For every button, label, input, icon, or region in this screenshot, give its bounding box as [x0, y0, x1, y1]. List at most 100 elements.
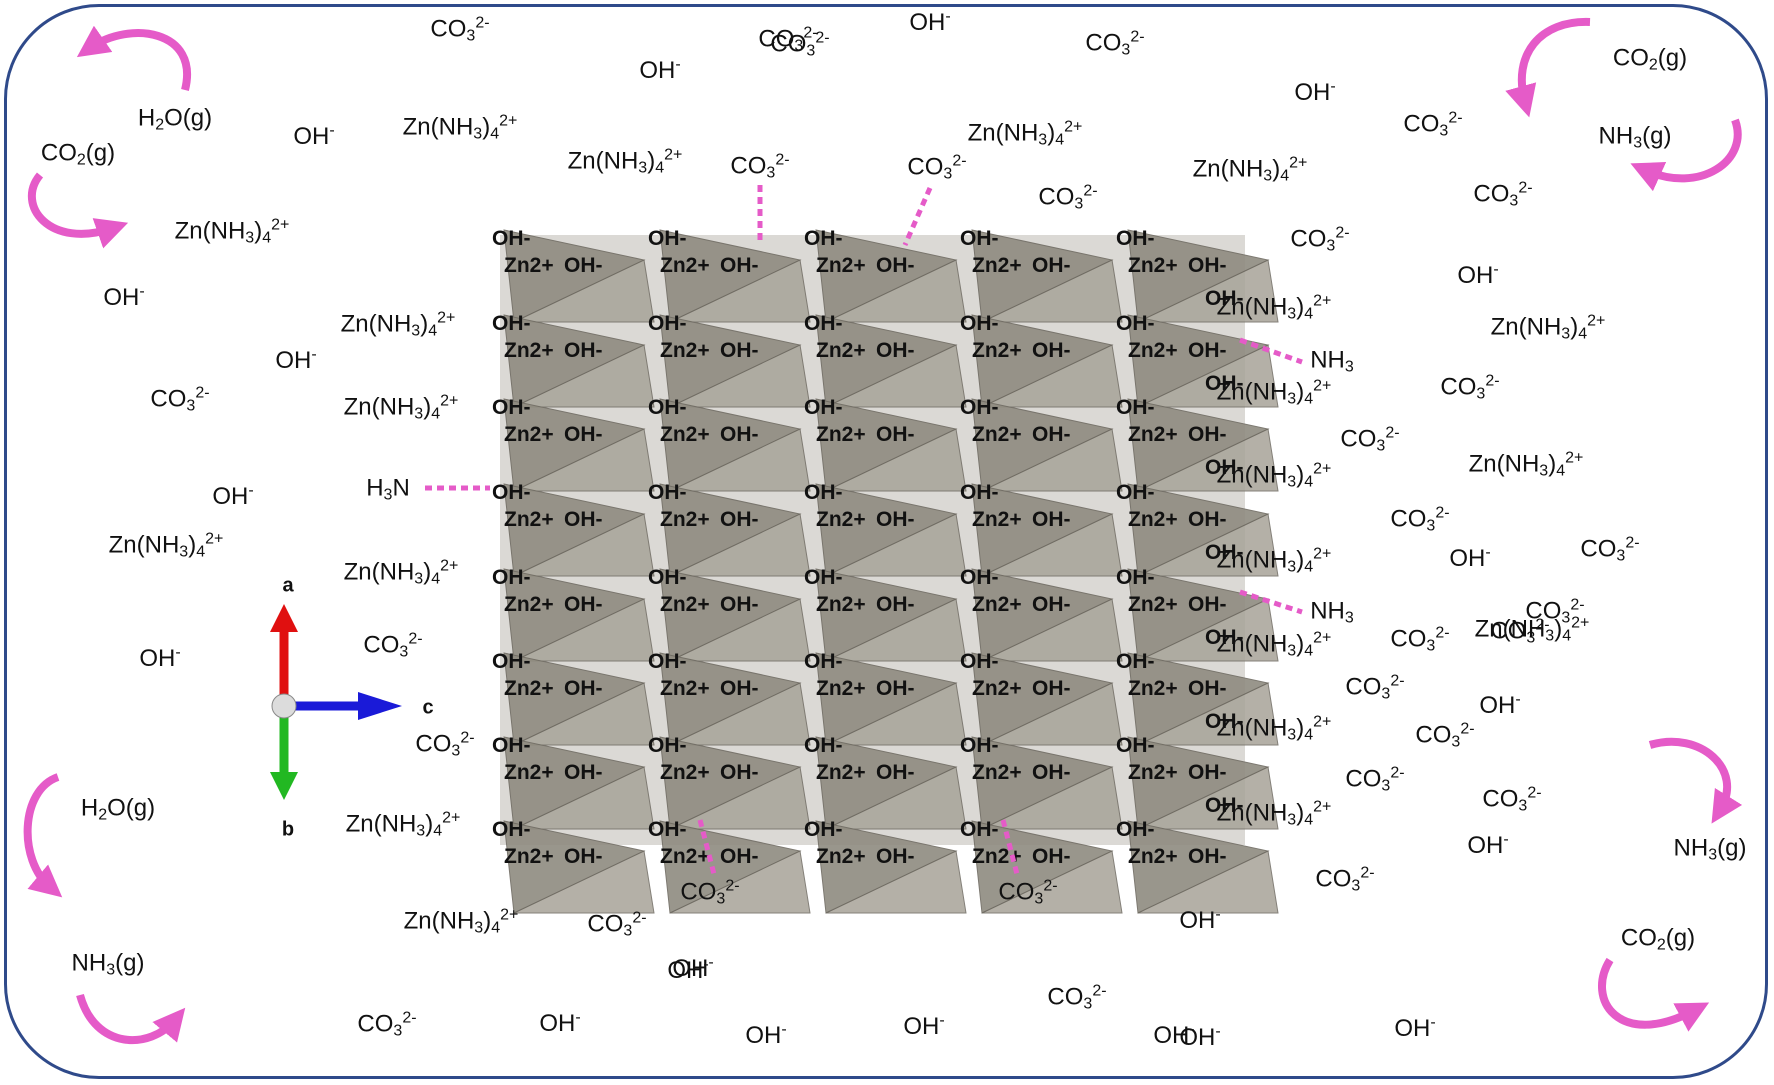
zn-hydroxide-lattice: OH- Zn2+ OH- OH- Zn2+ OH- OH- Zn2+ OH- OH- Zn2+ OH-…	[492, 227, 1279, 914]
anion-label: OH-	[648, 227, 687, 250]
anion-label: OH-	[648, 566, 687, 589]
cation-label: Zn2+	[972, 593, 1022, 616]
ion-label-t17: CO32-	[1340, 424, 1400, 455]
ion-label-t44: OH-	[1179, 906, 1221, 934]
gas-label-g1: H2O(g)	[137, 104, 213, 134]
anion-label: OH-	[876, 677, 915, 700]
cation-label: Zn2+	[660, 593, 710, 616]
ion-label-t48: Zn(NH3)42+	[345, 809, 461, 840]
anion-label: OH-	[720, 339, 759, 362]
zn-tetrahedron	[981, 428, 1123, 492]
anion-label: OH-	[1188, 761, 1227, 784]
anion-label: OH-	[720, 254, 759, 277]
axis-origin	[271, 693, 297, 719]
zn-tetrahedron	[1137, 259, 1279, 323]
ion-label-t13: Zn(NH3)42+	[567, 146, 683, 177]
zn-tetrahedron	[825, 850, 967, 914]
anion-label: OH-	[876, 254, 915, 277]
zn-tetrahedron	[1137, 428, 1279, 492]
anion-label: OH-	[1032, 677, 1071, 700]
ion-label-t27: Zn(NH3)42+	[1468, 449, 1584, 480]
cation-label: Zn2+	[660, 761, 710, 784]
zn-tetrahedron	[825, 766, 967, 830]
anion-label: OH-	[492, 566, 531, 589]
zn-tetrahedron	[825, 259, 967, 323]
zn-tetrahedron	[669, 259, 811, 323]
anion-label: OH-	[960, 566, 999, 589]
anion-label: OH-	[1116, 481, 1155, 504]
zn-tetrahedron	[669, 682, 811, 746]
anion-label: OH-	[1188, 254, 1227, 277]
cation-label: Zn2+	[504, 761, 554, 784]
axis-b-head	[270, 772, 298, 800]
anion-label: OH-	[492, 396, 531, 419]
zn-tetrahedron	[513, 344, 655, 408]
cation-label: Zn2+	[504, 423, 554, 446]
gas-label-g3: CO2(g)	[1612, 44, 1688, 74]
anion-label: OH-	[648, 734, 687, 757]
cation-label: Zn2+	[504, 508, 554, 531]
curved-arrow	[76, 993, 186, 1044]
adsorbed-label-a3: NH3	[1310, 597, 1354, 627]
ion-label-t25: Zn(NH3)42+	[1490, 312, 1606, 343]
adsorption-link	[1239, 589, 1303, 615]
cation-label: Zn2+	[816, 254, 866, 277]
edge-complex-label: Zn(NH3)42+	[1216, 460, 1332, 491]
zn-tetrahedron	[825, 513, 967, 577]
cation-label: Zn2+	[660, 339, 710, 362]
zn-tetrahedron	[981, 598, 1123, 662]
ion-label-t19: Zn(NH3)42+	[174, 216, 290, 247]
ion-label-t49: CO32-	[1525, 596, 1585, 627]
edge-complex-label: Zn(NH3)42+	[1216, 713, 1332, 744]
anion-label: OH-	[1116, 396, 1155, 419]
cation-label: Zn2+	[972, 254, 1022, 277]
cation-label: Zn2+	[816, 677, 866, 700]
anion-label: OH-	[804, 734, 843, 757]
ion-label-t46: CO32-	[357, 1009, 417, 1040]
ion-label-t24: CO32-	[1440, 372, 1500, 403]
adsorbed-label-a7: CO32-	[998, 877, 1058, 908]
ion-label-t58: OH-	[903, 1012, 945, 1040]
adsorption-link	[1239, 337, 1303, 365]
zn-tetrahedron	[825, 344, 967, 408]
crystal-axes	[270, 604, 402, 800]
anion-label: OH-	[1205, 456, 1244, 479]
ion-label-t51: CO32-	[1490, 616, 1550, 647]
anion-label: OH-	[564, 254, 603, 277]
anion-label: OH-	[648, 818, 687, 841]
anion-label: OH-	[648, 312, 687, 335]
ion-label-t34: CO32-	[415, 729, 475, 760]
cation-label: Zn2+	[816, 339, 866, 362]
anion-label: OH-	[564, 593, 603, 616]
anion-label: OH-	[720, 761, 759, 784]
cation-label: Zn2+	[1128, 677, 1178, 700]
ion-label-t38: Zn(NH3)42+	[343, 557, 459, 588]
anion-label: OH-	[876, 845, 915, 868]
anion-label: OH-	[648, 481, 687, 504]
ion-label-t15: CO32-	[1290, 224, 1350, 255]
adsorption-link	[697, 819, 718, 879]
zn-tetrahedron	[825, 598, 967, 662]
zn-tetrahedron	[669, 513, 811, 577]
anion-label: OH-	[1205, 541, 1244, 564]
zn-tetrahedron	[825, 682, 967, 746]
anion-label: OH-	[1116, 650, 1155, 673]
edge-complex-label: Zn(NH3)42+	[1216, 798, 1332, 829]
cation-label: Zn2+	[504, 254, 554, 277]
gas-label-g7: NH3(g)	[1673, 834, 1747, 864]
gas-label-g4: NH3(g)	[1598, 122, 1672, 152]
anion-label: OH-	[492, 650, 531, 673]
cation-label: Zn2+	[972, 508, 1022, 531]
zn-tetrahedron	[981, 766, 1123, 830]
cation-label: Zn2+	[660, 845, 710, 868]
anion-label: OH-	[720, 845, 759, 868]
gas-label-g6: NH3(g)	[71, 949, 145, 979]
adsorbed-label-a6: CO32-	[680, 877, 740, 908]
ion-label-t55: CO32-	[758, 24, 818, 55]
ion-label-t32: OH-	[139, 644, 181, 672]
zn-tetrahedron	[1137, 850, 1279, 914]
axis-a-head	[270, 604, 298, 632]
zn-tetrahedron	[513, 766, 655, 830]
ion-label-t41: CO32-	[1482, 784, 1542, 815]
anion-label: OH-	[1116, 734, 1155, 757]
